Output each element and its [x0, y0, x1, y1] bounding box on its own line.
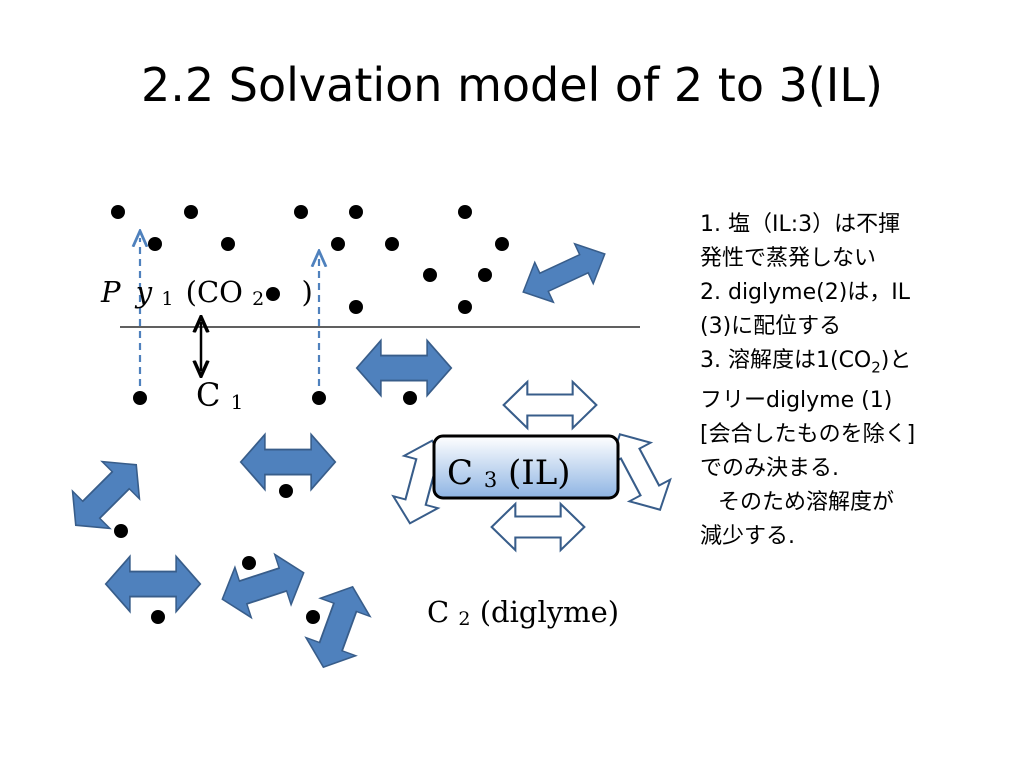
- species-subscript: 2: [252, 288, 264, 310]
- c3-il-box: [432, 434, 620, 500]
- y-symbol: y: [134, 275, 153, 309]
- note-line: (3)に配位する: [700, 314, 842, 339]
- co2-molecule: [111, 205, 125, 219]
- dissolved-co2: [306, 610, 320, 624]
- c3-subscript: 3: [484, 468, 497, 492]
- c2-name: (diglyme): [480, 595, 619, 629]
- co2-molecule: [221, 237, 235, 251]
- species-close: ): [301, 275, 312, 309]
- coordination-arrow: [502, 380, 598, 430]
- dissolved-co2: [151, 610, 165, 624]
- dissolved-co2: [312, 391, 326, 405]
- co2-molecule: [331, 237, 345, 251]
- diglyme-arrow: [213, 546, 313, 626]
- note-line: でのみ決まる.: [700, 456, 839, 482]
- diglyme-arrow: [56, 445, 156, 545]
- explanation-notes: 1. 塩（IL:3）は不揮 発性で蒸発しない 2. diglyme(2)は，IL…: [700, 208, 1000, 554]
- diglyme-arrow: [104, 555, 202, 613]
- co2-molecule: [349, 300, 363, 314]
- diglyme-arrow: [513, 233, 615, 313]
- dissolved-co2: [279, 484, 293, 498]
- note-line: 1. 塩（IL:3）は不揮: [700, 212, 901, 237]
- dissolved-co2: [114, 524, 128, 538]
- diglyme-arrow: [239, 433, 337, 491]
- note-text: 3. 溶解度は1(CO: [700, 348, 872, 373]
- co2-molecule: [458, 300, 472, 314]
- gas-phase-molecules: [111, 205, 509, 314]
- c2-label: C 2 (diglyme): [427, 595, 619, 632]
- note-line: フリーdiglyme (1): [700, 388, 893, 414]
- y-subscript: 1: [161, 288, 173, 310]
- c3-label: C 3 (IL): [447, 453, 571, 496]
- c3-symbol: C: [447, 453, 473, 493]
- co2-molecule: [148, 237, 162, 251]
- diglyme-arrow: [297, 576, 379, 678]
- note-text: )と: [880, 348, 912, 373]
- c1-label: C 1: [196, 376, 243, 414]
- co2-molecule: [294, 205, 308, 219]
- note-line: 3. 溶解度は1(CO2)と: [700, 344, 1000, 384]
- c2-symbol: C: [427, 595, 449, 629]
- note-subscript: 2: [871, 358, 881, 377]
- p-symbol: P: [100, 275, 121, 309]
- co2-molecule: [458, 205, 472, 219]
- dissolved-co2: [133, 391, 147, 405]
- coordination-arrow: [490, 502, 586, 552]
- note-line: そのため溶解度が: [718, 490, 895, 516]
- co2-molecule: [423, 268, 437, 282]
- dissolved-co2: [403, 391, 417, 405]
- c1-symbol: C: [196, 376, 220, 414]
- species-label: (CO: [186, 275, 243, 309]
- co2-molecule: [266, 287, 280, 301]
- note-line: 減少する.: [700, 524, 795, 550]
- gas-pressure-label: P y 1 (CO 2 ): [100, 275, 313, 312]
- co2-molecule: [478, 268, 492, 282]
- co2-molecule: [349, 205, 363, 219]
- c1-subscript: 1: [231, 390, 244, 414]
- note-line: 発性で蒸発しない: [700, 246, 877, 271]
- dissolved-co2: [242, 556, 256, 570]
- c3-name: (IL): [508, 453, 571, 493]
- note-line: 2. diglyme(2)は，IL: [700, 280, 911, 305]
- slide-title: 2.2 Solvation model of 2 to 3(IL): [141, 58, 883, 112]
- co2-molecule: [385, 237, 399, 251]
- liquid-phase-molecules: [114, 391, 417, 624]
- co2-molecule: [495, 237, 509, 251]
- diglyme-arrow: [355, 339, 453, 397]
- note-line: [会合したものを除く]: [700, 422, 916, 448]
- c2-subscript: 2: [458, 608, 470, 630]
- co2-molecule: [184, 205, 198, 219]
